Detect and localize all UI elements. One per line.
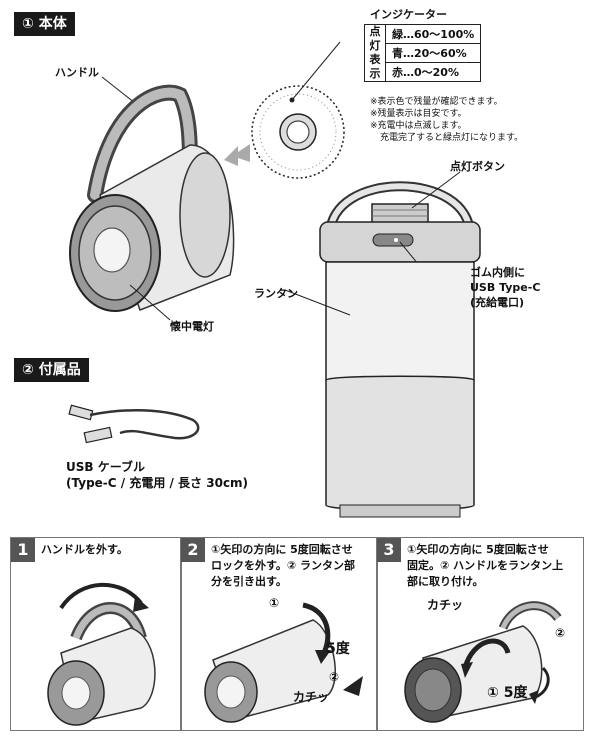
usb-cable-spec: (Type-C / 充電用 / 長さ 30cm) <box>66 476 249 490</box>
step-2-callout-2: ② <box>329 670 340 684</box>
step-1-number: 1 <box>11 538 35 562</box>
step-3-illustration <box>404 601 562 723</box>
step-2-panel: 2 ①矢印の方向に 5度回転させ ロックを外す。② ランタン部 分を引き出す。 … <box>180 537 378 731</box>
lantern-label: ランタン <box>254 287 298 300</box>
section-accessory-header: ② 付属品 <box>14 358 89 382</box>
step-2-text-line: 分を引き出す。 <box>211 575 287 588</box>
indicator-blue: 青…20〜60% <box>384 43 482 63</box>
step-3-text-line: ①矢印の方向に 5度回転させ <box>407 543 549 556</box>
flashlight-label: 懐中電灯 <box>170 320 214 333</box>
lantern-illustration <box>284 171 481 518</box>
step-2-text-line: ロックを外す。② ランタン部 <box>211 559 356 572</box>
indicator-notes: ※表示色で残量が確認できます。 ※残量表示は目安です。 ※充電中は点滅します。 … <box>370 96 523 144</box>
indicator-green: 緑…60〜100% <box>384 24 482 44</box>
step-2-number: 2 <box>181 538 205 562</box>
step-3-callout-click: カチッ <box>427 598 464 612</box>
indicator-title: インジケーター <box>370 8 447 21</box>
usb-port-line1: ゴム内側に <box>470 266 525 279</box>
flashlight-illustration <box>69 76 235 321</box>
indicator-row-header-4: 示 <box>369 67 381 80</box>
indicator-note: ※充電中は点滅します。 <box>370 121 467 131</box>
indicator-note: 充電完了すると緑点灯になります。 <box>380 133 524 143</box>
step-1-illustration <box>47 582 156 726</box>
section-main-body-header: ① 本体 <box>14 12 75 36</box>
usb-port-line2: USB Type-C <box>470 281 541 294</box>
indicator-row-header-3: 表 <box>369 53 381 66</box>
step-3-text-line: 部に取り付け。 <box>407 575 484 588</box>
step-2-illustration <box>204 602 363 723</box>
indicator-table: 点 灯 表 示 緑…60〜100% 青…20〜60% 赤…0〜20% <box>364 24 482 82</box>
indicator-row-header-2: 灯 <box>369 39 381 52</box>
light-button-label: 点灯ボタン <box>450 160 505 173</box>
arrow-right-icon <box>224 144 250 166</box>
step-2-text: ①矢印の方向に 5度回転させ ロックを外す。② ランタン部 分を引き出す。 <box>211 542 355 590</box>
usb-port-line3: (充給電口) <box>470 296 525 309</box>
step-3-panel: 3 ①矢印の方向に 5度回転させ 固定。② ハンドルをランタン上 部に取り付け。… <box>376 537 584 731</box>
step-1-text: ハンドルを外す。 <box>41 543 128 556</box>
indicator-note: ※表示色で残量が確認できます。 <box>370 97 503 107</box>
step-2-callout-click: カチッ <box>293 690 330 704</box>
indicator-dial-illustration <box>251 41 345 179</box>
step-1-panel: 1 ハンドルを外す。 <box>10 537 182 731</box>
step-2-callout-1: ① <box>269 596 280 610</box>
step-3-callout-2: ② <box>555 626 566 640</box>
step-3-callout-degree: ① 5度 <box>487 685 528 701</box>
step-2-text-line: ①矢印の方向に 5度回転させ <box>211 543 353 556</box>
indicator-red: 赤…0〜20% <box>384 62 482 82</box>
usb-cable-name: USB ケーブル <box>66 460 145 474</box>
step-3-text: ①矢印の方向に 5度回転させ 固定。② ハンドルをランタン上 部に取り付け。 <box>407 542 563 590</box>
usb-port-label: ゴム内側に USB Type-C (充給電口) <box>470 265 540 310</box>
usb-cable-illustration <box>68 404 200 444</box>
step-2-callout-degree: 5度 <box>326 641 350 657</box>
step-3-text-line: 固定。② ハンドルをランタン上 <box>407 559 564 572</box>
indicator-row-header-1: 点 <box>369 25 381 38</box>
indicator-note: ※残量表示は目安です。 <box>370 109 467 119</box>
handle-label: ハンドル <box>55 66 99 79</box>
step-3-number: 3 <box>377 538 401 562</box>
